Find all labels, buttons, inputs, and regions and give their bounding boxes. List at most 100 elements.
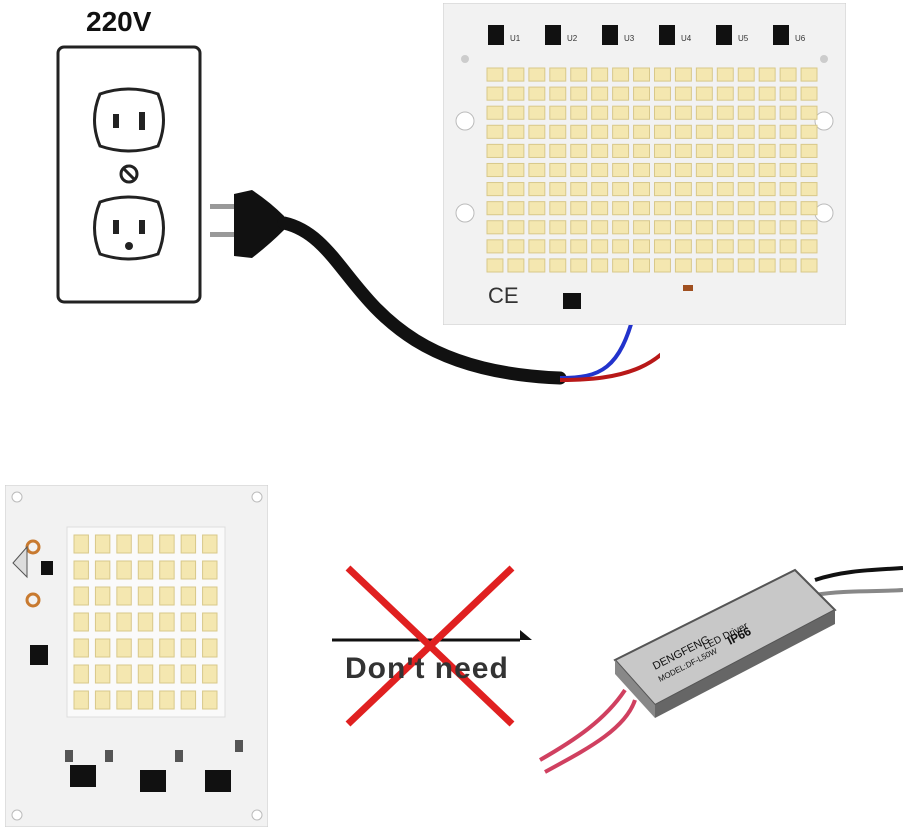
led-chip [654,124,671,139]
led-chip [674,143,692,158]
led-chip [73,586,89,606]
led-chip [695,258,713,273]
ic-chip [716,25,732,45]
led-chip [94,534,111,554]
led-chip [486,67,504,82]
led-chip [695,220,713,235]
led-chip [779,143,797,158]
voltage-label: 220V [86,6,152,37]
ic-chip [773,25,789,45]
led-chip [570,67,588,82]
led-chip [695,162,713,178]
led-chip [633,105,650,120]
led-chip [758,201,776,216]
led-chip [180,560,197,580]
led-chip [737,143,755,158]
led-chip [654,201,671,216]
led-chip [758,105,776,120]
led-chip [737,124,755,139]
led-chip [654,86,671,101]
led-chip [528,86,546,101]
led-chip [591,239,609,254]
led-chip [159,638,175,658]
led-chip [800,220,818,235]
led-chip [116,586,132,606]
led-chip [800,105,818,120]
led-chip [674,239,692,254]
led-chip [507,201,525,216]
led-chip [716,162,734,178]
led-chip [737,201,755,216]
led-chip [507,86,525,101]
led-chip [612,143,630,158]
led-chip [94,560,111,580]
led-chip [528,67,546,82]
ic-chip [602,25,618,45]
led-chip [716,105,734,120]
led-chip [570,162,588,178]
led-chip [758,86,776,101]
led-chip [73,690,89,710]
led-chip [674,162,692,178]
led-chip [116,560,132,580]
led-chip [486,162,504,178]
led-chip [716,220,734,235]
led-chip [486,143,504,158]
led-chip [674,220,692,235]
led-chip [202,638,218,658]
led-chip [633,143,650,158]
led-chip [800,67,818,82]
led-chip [73,612,89,632]
led-chip [654,105,671,120]
led-chip [674,258,692,273]
led-chip [116,534,132,554]
led-chip [180,586,197,606]
led-chip [180,638,197,658]
led-chip [486,201,504,216]
led-chip [570,182,588,197]
led-chip [180,664,197,684]
led-chip [612,258,630,273]
led-chip [507,67,525,82]
led-chip [758,143,776,158]
led-chip [180,534,197,554]
led-chip [591,67,609,82]
led-chip [779,124,797,139]
led-chip [695,201,713,216]
plug-icon [234,190,284,258]
led-chip [591,162,609,178]
led-chip [612,162,630,178]
led-chip [633,182,650,197]
led-chip [528,143,546,158]
led-chip [570,201,588,216]
led-chip [73,638,89,658]
led-chip [674,67,692,82]
wall-outlet [56,45,202,304]
led-chip [549,143,567,158]
led-chip [137,638,154,658]
led-chip [549,220,567,235]
ic-label: U3 [624,34,635,43]
led-chip [549,105,567,120]
led-chip [507,105,525,120]
led-chip [528,239,546,254]
led-chip [180,612,197,632]
led-chip [570,258,588,273]
led-chip [654,239,671,254]
led-chip [695,239,713,254]
led-chip [159,560,175,580]
led-chip [507,258,525,273]
led-chip [591,201,609,216]
led-chip [654,220,671,235]
led-chip [486,239,504,254]
led-chip [528,220,546,235]
led-chip [507,162,525,178]
led-chip [695,67,713,82]
led-chip [591,258,609,273]
led-chip [612,67,630,82]
led-chip [779,182,797,197]
ic-label: U1 [510,34,521,43]
led-chip [612,86,630,101]
led-chip [695,86,713,101]
led-chip [654,182,671,197]
